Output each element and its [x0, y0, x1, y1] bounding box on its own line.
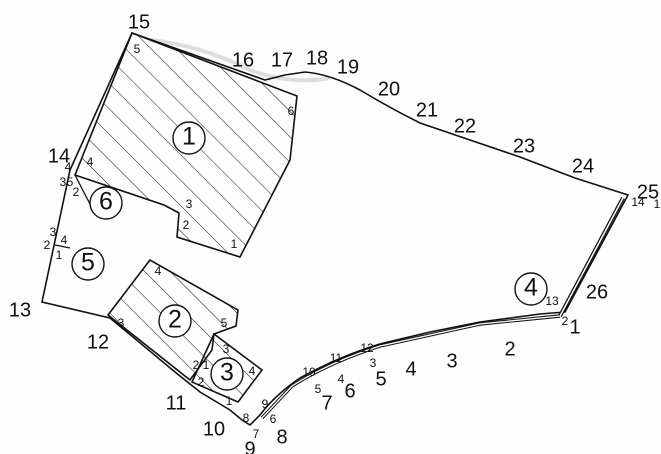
vertex-label: 3: [60, 175, 67, 189]
boundary-point-6: 6: [344, 380, 355, 402]
boundary-point-3: 3: [446, 350, 457, 372]
vertex-label: 2: [198, 375, 205, 389]
vertex-label: 14: [631, 195, 645, 209]
parcel-4-number: 4: [524, 274, 538, 302]
boundary-point-17: 17: [271, 49, 293, 71]
double-line-east-inner: [559, 197, 624, 317]
parcel-1-number: 1: [182, 123, 196, 151]
vertex-label: 4: [155, 264, 162, 278]
boundary-point-23: 23: [513, 135, 535, 157]
boundary-point-25: 25: [637, 181, 659, 203]
vertex-label: 6: [288, 104, 295, 118]
parcel-2-number: 2: [168, 306, 182, 334]
vertex-label: 2: [562, 314, 569, 328]
vertex-label: 11: [330, 351, 343, 365]
vertex-label: 9: [262, 397, 269, 411]
boundary-point-8: 8: [276, 426, 287, 448]
double-line-south-inner: [261, 315, 561, 419]
vertex-label: 2: [73, 185, 80, 199]
vertex-label: 5: [134, 42, 141, 56]
boundary-point-15: 15: [128, 11, 150, 33]
vertex-label: 1: [231, 237, 238, 251]
parcel-6-number: 6: [99, 188, 113, 216]
boundary-point-21: 21: [416, 99, 438, 121]
vertex-label: 3: [370, 356, 377, 370]
parcel-3-number: 3: [220, 359, 234, 387]
vertex-label: 2: [183, 218, 190, 232]
boundary-point-20: 20: [378, 78, 400, 100]
boundary-point-9: 9: [244, 438, 255, 454]
vertex-label: 1: [56, 248, 63, 262]
vertex-label: 4: [87, 155, 94, 169]
boundary-point-24: 24: [572, 155, 594, 177]
parcel-3-circle: [210, 357, 244, 391]
vertex-label: 2: [193, 358, 200, 372]
vertex-label: 8: [243, 411, 250, 425]
parcel-5-edge: [54, 244, 71, 249]
parcel-6-circle: [89, 186, 123, 220]
parcel-1-circle: [172, 121, 206, 155]
vertex-label: 5: [67, 175, 74, 189]
vertex-label: 4: [249, 364, 256, 378]
boundary-point-2: 2: [504, 338, 515, 360]
boundary-point-22: 22: [454, 115, 476, 137]
vertex-label: 3: [118, 316, 125, 330]
vertex-label: 4: [61, 233, 68, 247]
boundary-point-10: 10: [203, 418, 225, 440]
parcel-5-number: 5: [81, 249, 95, 277]
vertex-label: 4: [65, 160, 72, 174]
scan-smudge: [149, 38, 331, 83]
boundary-point-18: 18: [306, 47, 328, 69]
boundary-point-13: 13: [9, 299, 31, 321]
vertex-label: 1: [226, 394, 233, 408]
boundary-point-12: 12: [87, 331, 109, 353]
boundary-point-26: 26: [586, 281, 608, 303]
outer-boundary: [41, 32, 630, 427]
vertex-label: 4: [338, 372, 345, 386]
vertex-label: 12: [360, 341, 374, 355]
vertex-label: 3: [50, 225, 57, 239]
boundary-point-1: 1: [569, 316, 580, 338]
vertex-label: 10: [302, 365, 316, 379]
vertex-label: 5: [315, 382, 322, 396]
boundary-point-7: 7: [321, 392, 332, 414]
boundary-point-14: 14: [48, 145, 70, 167]
parcel-6-edge: [74, 174, 93, 209]
boundary-point-19: 19: [337, 56, 359, 78]
vertex-label: 2: [44, 238, 51, 252]
vertex-label: 7: [253, 427, 260, 441]
parcel-4-circle: [514, 272, 548, 306]
vertex-label: 13: [545, 294, 559, 308]
boundary-point-4: 4: [405, 358, 416, 380]
vertex-label: 3: [223, 342, 230, 356]
vertex-label: 6: [270, 412, 277, 426]
boundary-point-11: 11: [166, 392, 187, 414]
vertex-label: 5: [221, 316, 228, 330]
parcel-5-circle: [71, 247, 105, 281]
vertex-label: 1: [654, 197, 661, 211]
parcel-2-circle: [158, 304, 192, 338]
vertex-label: 3: [186, 197, 193, 211]
vertex-label: 1: [203, 358, 210, 372]
boundary-point-5: 5: [375, 368, 386, 390]
boundary-point-16: 16: [232, 49, 254, 71]
